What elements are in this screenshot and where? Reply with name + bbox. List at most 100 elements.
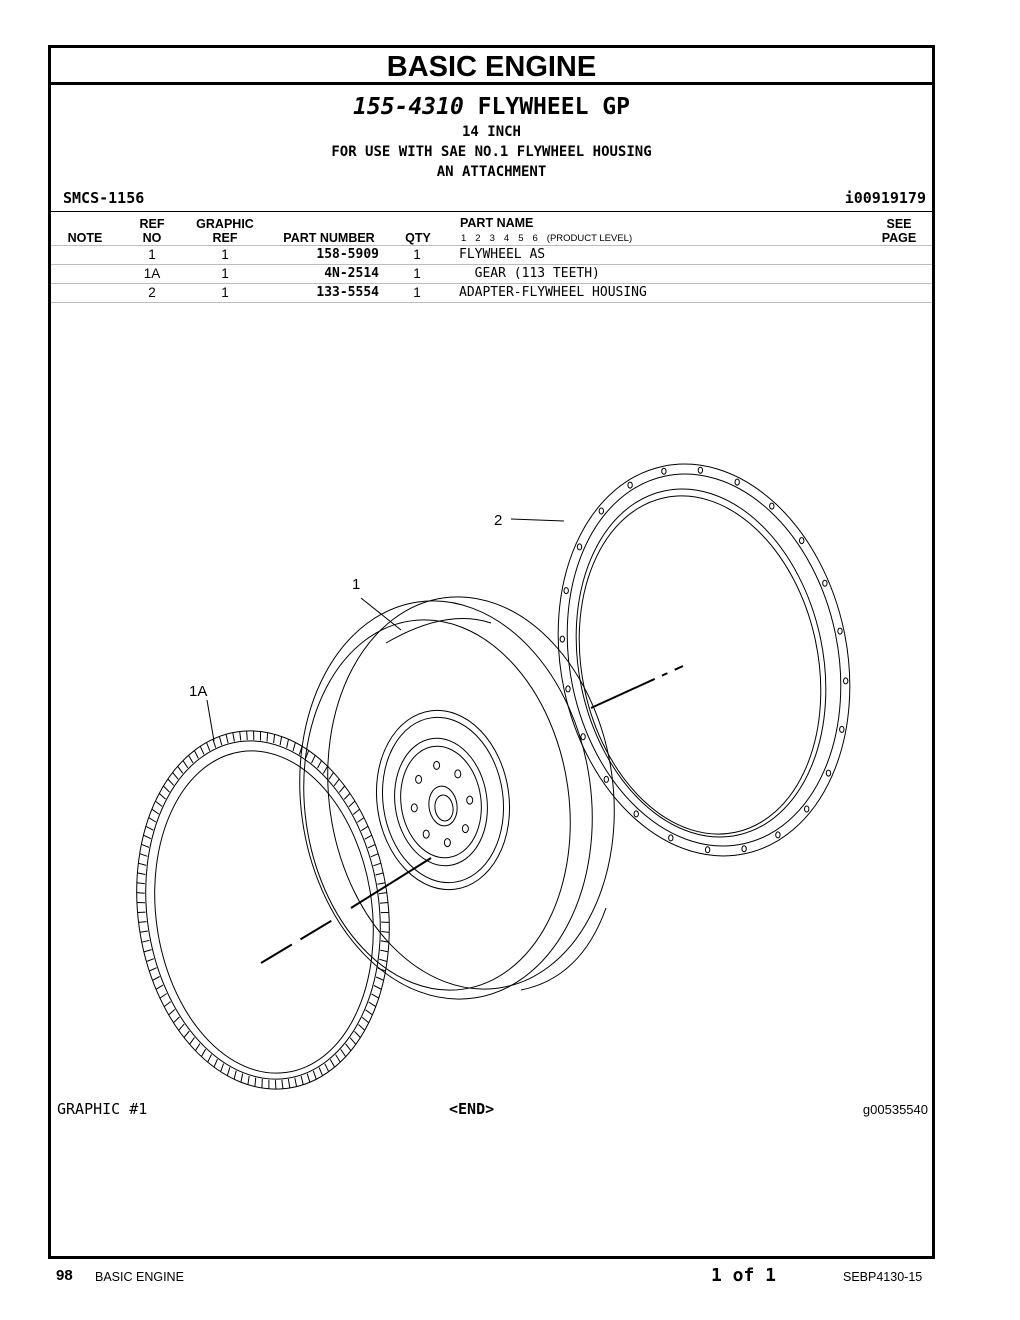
- level-5: 5: [518, 233, 524, 244]
- bolt-hole: [668, 834, 674, 842]
- quantity: 1: [413, 266, 421, 281]
- gear-teeth: [136, 730, 390, 1090]
- gear-tooth: [345, 1043, 352, 1052]
- bolt-hole: [822, 579, 828, 587]
- level-2: 2: [475, 233, 481, 244]
- part-number[interactable]: 133-5554: [316, 285, 379, 300]
- bolt-hole: [559, 635, 565, 643]
- bolt-hole: [799, 537, 805, 545]
- gear-tooth: [141, 939, 150, 943]
- gear-tooth: [266, 732, 269, 742]
- gear-tooth: [375, 976, 384, 981]
- gear-tooth: [368, 1001, 376, 1008]
- gear-tooth: [138, 862, 147, 866]
- gear-tooth: [365, 1009, 373, 1016]
- gear-tooth: [206, 742, 211, 751]
- document-number: SEBP4130-15: [843, 1270, 923, 1284]
- gear-tooth: [379, 958, 388, 962]
- table-row[interactable]: 1 1 158-5909 1 FLYWHEEL AS: [51, 246, 932, 264]
- exploded-view-illustration: 2 1 1A: [136, 463, 851, 1090]
- bolt-hole: [603, 775, 609, 783]
- group-name: FLYWHEEL GP: [477, 94, 630, 120]
- col-graphic-ref-top: GRAPHIC: [196, 217, 254, 231]
- bolt-hole: [563, 587, 569, 595]
- hub-hole: [443, 838, 451, 848]
- header-divider: [51, 211, 932, 212]
- gear-tooth: [143, 949, 152, 953]
- gear-tooth: [183, 1030, 190, 1038]
- bolt-hole: [843, 677, 849, 685]
- gear-tooth: [324, 1063, 330, 1072]
- gear-tooth: [207, 1054, 212, 1063]
- table-rule: [51, 302, 932, 303]
- gear-tooth: [373, 985, 382, 990]
- gear-tooth: [136, 892, 145, 894]
- bolt-hole: [769, 502, 775, 510]
- gear-tooth: [141, 843, 150, 848]
- gear-tooth: [381, 931, 390, 933]
- gear-tooth: [298, 746, 303, 755]
- gear-tooth: [375, 872, 384, 876]
- group-part-number[interactable]: 155-4310: [353, 94, 464, 120]
- gear-tooth: [168, 1009, 176, 1016]
- callout-2: 2: [494, 512, 502, 529]
- table-rule: [51, 264, 932, 265]
- gear-tooth: [177, 766, 184, 774]
- graphic-number: g00535540: [862, 1102, 928, 1117]
- gear-tooth: [329, 1059, 336, 1068]
- bolt-hole: [565, 685, 571, 693]
- gear-tooth: [240, 1073, 244, 1083]
- hub-hole: [461, 824, 469, 834]
- gear-tooth: [357, 817, 365, 823]
- hub-hole: [454, 769, 462, 779]
- part-number[interactable]: 4N-2514: [324, 266, 379, 281]
- part-number[interactable]: 158-5909: [316, 247, 379, 262]
- gear-tooth: [311, 755, 316, 764]
- gear-tooth: [328, 772, 334, 780]
- gear-tooth: [378, 892, 387, 895]
- gear-tooth: [139, 853, 148, 857]
- gear-tooth: [361, 1016, 370, 1024]
- col-part-number: PART NUMBER: [283, 231, 375, 245]
- smcs-code: SMCS-1156: [63, 189, 145, 207]
- table-rule: [51, 283, 932, 284]
- part-name: ADAPTER-FLYWHEEL HOUSING: [459, 285, 647, 300]
- col-graphic-ref-bottom: REF: [212, 231, 238, 245]
- bolt-hole: [580, 733, 586, 741]
- gear-tooth: [158, 793, 166, 800]
- gear-tooth: [273, 734, 276, 744]
- hub-bolt-holes: [410, 760, 474, 848]
- gear-tooth: [338, 785, 346, 793]
- gear-tooth: [318, 1067, 324, 1076]
- gear-tooth: [136, 882, 145, 885]
- gear-tooth: [292, 742, 296, 752]
- gear-tooth: [333, 778, 340, 787]
- gear-tooth: [360, 825, 369, 832]
- part-name: FLYWHEEL AS: [459, 247, 546, 262]
- adapter-flywheel-housing: [557, 463, 851, 857]
- graphic-ref: 1: [221, 247, 229, 262]
- gear-tooth: [358, 1024, 366, 1031]
- col-ref-no-top: REF: [139, 217, 165, 231]
- gear-tooth: [274, 1080, 277, 1090]
- ring-gear: [136, 730, 390, 1090]
- table-row[interactable]: 1A 1 4N-2514 1 GEAR (113 TEETH): [51, 265, 932, 283]
- gear-tooth: [377, 882, 386, 885]
- gear-tooth: [305, 750, 310, 759]
- illustration-number: i00919179: [844, 189, 926, 207]
- bolt-hole: [839, 725, 845, 733]
- housing-bolt-holes: [559, 466, 849, 854]
- gear-tooth: [163, 1001, 172, 1007]
- gear-tooth: [335, 1054, 341, 1063]
- gear-tooth: [349, 1037, 357, 1045]
- gear-tooth: [379, 902, 389, 904]
- group-subtitle-1: 14 INCH: [461, 124, 521, 140]
- col-see-page: SEE PAGE: [871, 217, 927, 245]
- gear-tooth: [145, 825, 154, 831]
- table-row[interactable]: 2 1 133-5554 1 ADAPTER-FLYWHEEL HOUSING: [51, 284, 932, 302]
- hub-hole: [415, 774, 423, 784]
- gear-tooth: [317, 760, 322, 769]
- quantity: 1: [413, 285, 421, 300]
- ref-no: 2: [148, 285, 156, 300]
